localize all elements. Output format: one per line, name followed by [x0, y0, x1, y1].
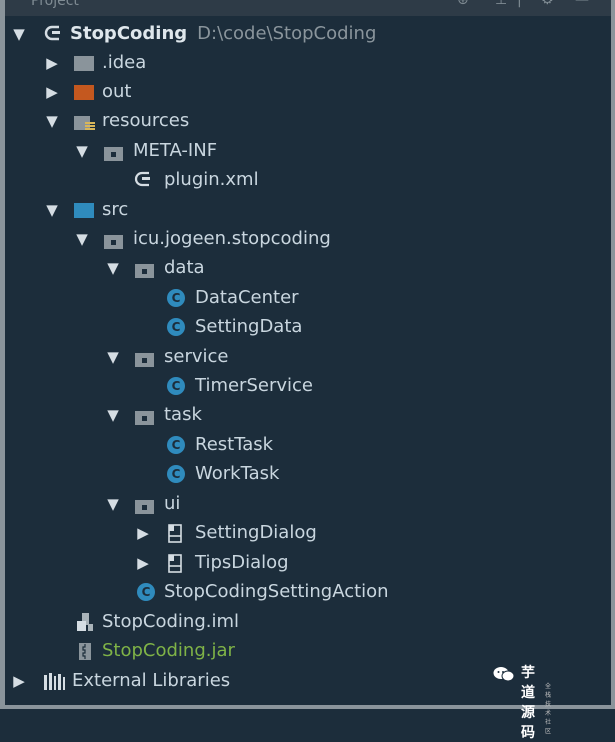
form-file-icon	[168, 554, 182, 582]
tree-item-datacenter[interactable]: C DataCenter	[0, 284, 600, 312]
divider: |	[517, 0, 522, 8]
tree-label: External Libraries	[72, 670, 231, 691]
window-frame	[0, 0, 615, 709]
tree-item-service[interactable]: ▼ service	[0, 343, 600, 371]
tree-label: SettingData	[195, 316, 303, 337]
package-folder-icon	[104, 143, 124, 171]
expand-arrow-icon[interactable]: ▼	[107, 406, 119, 424]
class-icon: C	[167, 318, 185, 336]
source-folder-icon	[74, 203, 94, 218]
folder-icon	[74, 56, 94, 71]
tree-item-project-root[interactable]: ▼ StopCoding D:\code\StopCoding	[0, 20, 600, 48]
pin-icon[interactable]: ⊥	[495, 0, 508, 8]
tree-label: task	[164, 404, 202, 425]
tree-label: service	[164, 346, 229, 367]
class-icon: C	[167, 465, 185, 483]
expand-arrow-icon[interactable]: ▼	[46, 112, 58, 130]
archive-file-icon	[78, 642, 92, 670]
tree-label: DataCenter	[195, 287, 299, 308]
class-icon: C	[137, 583, 155, 601]
excluded-folder-icon	[74, 85, 94, 100]
tree-item-resources[interactable]: ▼ resources	[0, 107, 600, 135]
wechat-icon	[493, 666, 515, 682]
tree-item-idea[interactable]: ▶ .idea	[0, 49, 600, 77]
watermark-text: 芋道源码	[521, 665, 535, 741]
gear-icon[interactable]: ⚙	[541, 0, 554, 8]
tree-item-ui[interactable]: ▼ ui	[0, 490, 600, 518]
collapse-arrow-icon[interactable]: ▶	[137, 554, 149, 572]
tree-label: StopCodingSettingAction	[164, 581, 389, 602]
tree-item-tipsdialog[interactable]: ▶ TipsDialog	[0, 549, 600, 577]
project-name: StopCoding	[70, 23, 188, 44]
collapse-arrow-icon[interactable]: ▶	[46, 54, 58, 72]
expand-arrow-icon[interactable]: ▼	[13, 25, 25, 43]
tree-label: TimerService	[195, 375, 313, 396]
class-icon: C	[167, 289, 185, 307]
collapse-arrow-icon[interactable]: ▶	[137, 524, 149, 542]
module-file-icon	[76, 612, 94, 641]
expand-arrow-icon[interactable]: ▼	[46, 201, 58, 219]
tree-item-iml[interactable]: StopCoding.iml	[0, 608, 600, 636]
tree-label: plugin.xml	[164, 169, 259, 190]
tree-label: SettingDialog	[195, 522, 317, 543]
tree-label: ui	[164, 493, 181, 514]
tree-item-jar[interactable]: StopCoding.jar	[0, 637, 600, 665]
project-path: D:\code\StopCoding	[197, 23, 377, 44]
tree-label: StopCoding.iml	[102, 611, 240, 632]
tree-label: META-INF	[133, 140, 218, 161]
tree-item-timerservice[interactable]: C TimerService	[0, 372, 600, 400]
tree-item-data[interactable]: ▼ data	[0, 254, 600, 282]
settings-icon[interactable]: ⊕	[457, 0, 469, 8]
tree-label: WorkTask	[195, 463, 280, 484]
tree-item-meta-inf[interactable]: ▼ META-INF	[0, 137, 600, 165]
tree-label: src	[102, 199, 129, 220]
panel-header: Project ⊕ ⊥ | ⚙ —	[5, 0, 611, 16]
package-folder-icon	[135, 496, 155, 524]
tree-item-out[interactable]: ▶ out	[0, 78, 600, 106]
expand-arrow-icon[interactable]: ▼	[107, 259, 119, 277]
tree-item-plugin-xml[interactable]: plugin.xml	[0, 166, 600, 194]
tree-item-external-libraries[interactable]: ▶ External Libraries	[0, 667, 600, 695]
tree-label: icu.jogeen.stopcoding	[133, 228, 331, 249]
package-folder-icon	[135, 407, 155, 435]
libraries-icon	[44, 672, 66, 700]
watermark-subtext: 全栈技术社区	[545, 683, 552, 735]
plugin-file-icon	[134, 170, 154, 199]
tree-item-task[interactable]: ▼ task	[0, 401, 600, 429]
expand-arrow-icon[interactable]: ▼	[76, 142, 88, 160]
tree-item-worktask[interactable]: C WorkTask	[0, 460, 600, 488]
hide-icon[interactable]: —	[575, 0, 589, 8]
tree-label: resources	[102, 110, 190, 131]
class-icon: C	[167, 377, 185, 395]
package-folder-icon	[104, 231, 124, 259]
tree-label: StopCoding.jar	[102, 640, 235, 661]
expand-arrow-icon[interactable]: ▼	[107, 348, 119, 366]
tree-item-settingaction[interactable]: C StopCodingSettingAction	[0, 578, 600, 606]
tree-label: RestTask	[195, 434, 274, 455]
tree-item-package[interactable]: ▼ icu.jogeen.stopcoding	[0, 225, 600, 253]
expand-arrow-icon[interactable]: ▼	[107, 495, 119, 513]
panel-title: Project	[31, 0, 79, 9]
tree-label: out	[102, 81, 132, 102]
tree-label: .idea	[102, 52, 147, 73]
module-icon	[44, 24, 64, 53]
tree-item-settingdata[interactable]: C SettingData	[0, 313, 600, 341]
package-folder-icon	[135, 349, 155, 377]
tree-label: TipsDialog	[195, 552, 289, 573]
tree-item-settingdialog[interactable]: ▶ SettingDialog	[0, 519, 600, 547]
package-folder-icon	[135, 260, 155, 288]
collapse-arrow-icon[interactable]: ▶	[46, 83, 58, 101]
collapse-arrow-icon[interactable]: ▶	[13, 672, 25, 690]
expand-arrow-icon[interactable]: ▼	[76, 230, 88, 248]
resources-folder-icon	[74, 113, 96, 141]
project-label: StopCoding D:\code\StopCoding	[70, 20, 376, 48]
tree-label: data	[164, 257, 205, 278]
tree-item-src[interactable]: ▼ src	[0, 196, 600, 224]
tree-item-resttask[interactable]: C RestTask	[0, 431, 600, 459]
class-icon: C	[167, 436, 185, 454]
form-file-icon	[168, 524, 182, 552]
